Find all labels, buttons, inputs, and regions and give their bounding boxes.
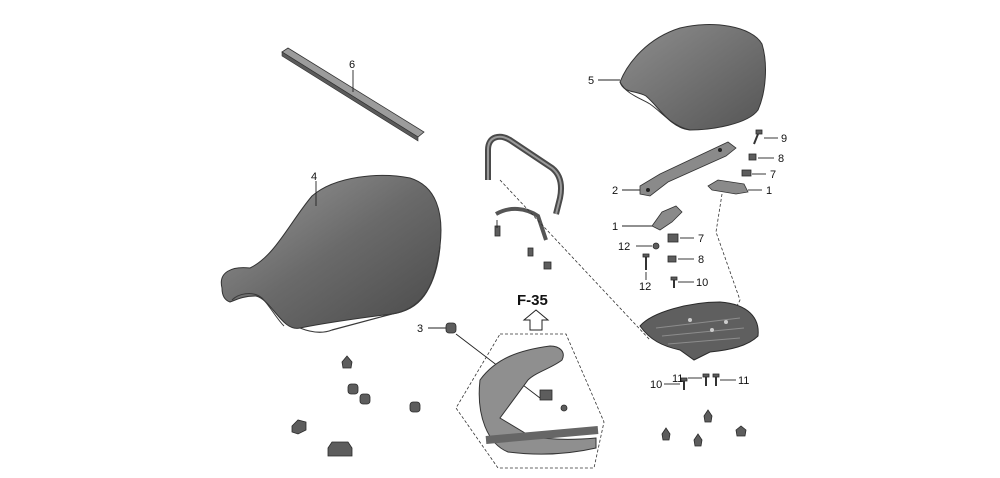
rear-base-plate [639, 301, 759, 361]
part-1-bracket-lower [651, 205, 683, 231]
callout-10b: 10 [650, 379, 662, 391]
part-10-bolt-upper [670, 276, 678, 288]
callout-7b: 7 [698, 233, 704, 245]
part-3-damper [445, 322, 457, 334]
callout-9: 9 [781, 133, 787, 145]
callout-7a: 7 [770, 169, 776, 181]
callout-8a: 8 [778, 153, 784, 165]
part-8-nut-lower [667, 255, 677, 263]
up-arrow-icon [522, 309, 550, 331]
part-11-screw-a [702, 373, 710, 386]
part-9-bolt [753, 129, 763, 145]
callout-6: 6 [349, 59, 355, 71]
callout-2: 2 [612, 185, 618, 197]
part-12-bolt-lower [642, 253, 650, 270]
connector-rail [499, 179, 651, 341]
callout-1a: 1 [766, 185, 772, 197]
callout-11a: 11 [672, 373, 683, 385]
callout-10a: 10 [696, 277, 708, 289]
part-10-bolt-lower [680, 377, 688, 390]
callout-1b: 1 [612, 221, 618, 233]
part-6-strip [281, 47, 425, 142]
callout-4: 4 [311, 171, 317, 183]
part-11-screw-b [712, 373, 720, 386]
rubber-pads-right [661, 409, 747, 447]
part-12-washer-upper [652, 242, 660, 250]
callout-3: 3 [417, 323, 423, 335]
frame-inset [455, 333, 605, 469]
callout-5: 5 [588, 75, 594, 87]
grab-rail [485, 133, 564, 270]
part-5-rear-seat [619, 24, 766, 131]
callout-8b: 8 [698, 254, 704, 266]
callout-12a: 12 [618, 241, 630, 253]
part-1-bracket-upper [707, 179, 749, 195]
callout-12b: 12 [639, 281, 651, 293]
part-2-bracket [639, 141, 737, 197]
part-8-nut-upper [748, 153, 757, 161]
part-7-grommet-upper [741, 169, 752, 177]
part-4-main-seat [220, 174, 442, 333]
part-7-grommet-lower [667, 233, 679, 243]
callout-11b: 11 [738, 375, 749, 387]
rubber-pads-left [291, 355, 421, 457]
reference-label: F-35 [517, 292, 548, 309]
connector-bracket [715, 193, 741, 317]
